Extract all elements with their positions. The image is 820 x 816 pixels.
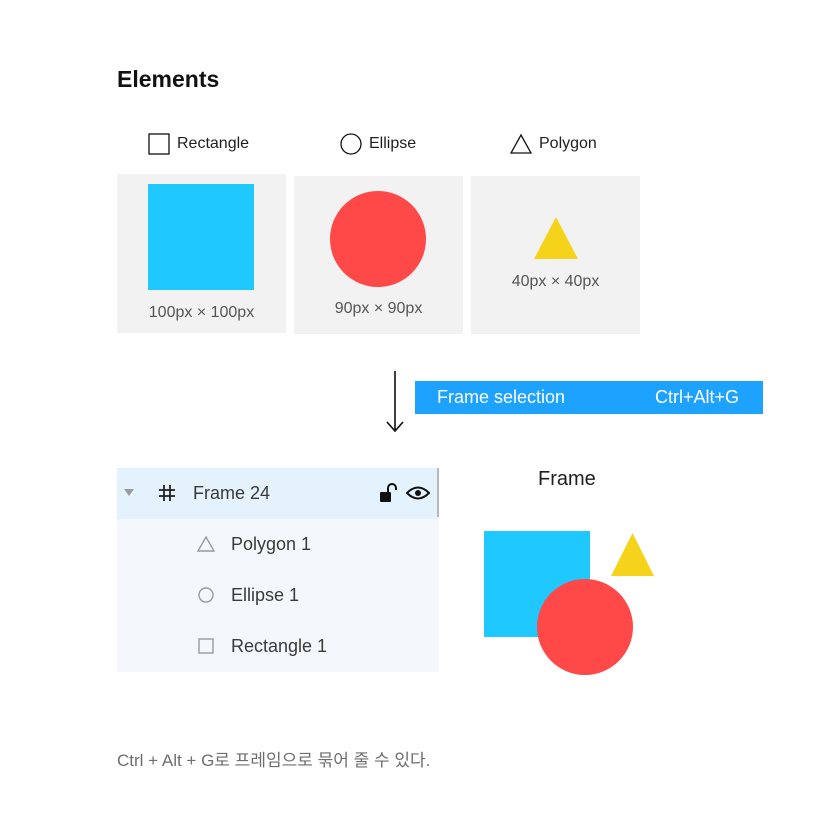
- frame-selection-label: Frame selection: [437, 387, 566, 407]
- layer-row-rectangle[interactable]: Rectangle 1: [117, 621, 439, 672]
- frame-ellipse[interactable]: [537, 579, 633, 675]
- ellipse-dimensions: 90px × 90px: [334, 300, 423, 317]
- polygon-label: Polygon: [510, 132, 597, 156]
- frame-polygon[interactable]: [611, 533, 654, 576]
- layer-row-frame[interactable]: Frame 24: [117, 468, 439, 519]
- rectangle-shape[interactable]: [148, 184, 254, 290]
- caret-down-icon[interactable]: [124, 489, 134, 497]
- triangle-outline-icon: [510, 133, 532, 154]
- rectangle-card: 100px × 100px: [117, 174, 286, 333]
- layers-panel: Frame 24 Polygon 1 Ellipse 1 Rectangle 1: [117, 468, 439, 672]
- square-outline-icon: [198, 638, 214, 654]
- hash-icon: [159, 485, 175, 501]
- triangle-outline-icon: [197, 535, 215, 552]
- shortcut-keys: Ctrl+Alt+G: [654, 387, 739, 407]
- polygon-dimensions: 40px × 40px: [511, 273, 600, 290]
- polygon-shape[interactable]: [534, 217, 578, 259]
- layer-row-ellipse[interactable]: Ellipse 1: [117, 570, 439, 621]
- rectangle-layer-name: Rectangle 1: [231, 636, 328, 656]
- frame-layer-name: Frame 24: [193, 483, 271, 503]
- polygon-layer-name: Polygon 1: [231, 534, 312, 554]
- polygon-label-text: Polygon: [539, 135, 597, 152]
- rectangle-label: Rectangle: [148, 132, 249, 156]
- arrow-down-icon: [386, 371, 404, 433]
- ellipse-label-text: Ellipse: [369, 135, 417, 152]
- panel-divider: [437, 468, 439, 517]
- eye-icon[interactable]: [406, 485, 430, 501]
- square-outline-icon: [148, 133, 170, 155]
- circle-outline-icon: [340, 133, 362, 155]
- layer-row-polygon[interactable]: Polygon 1: [117, 519, 439, 570]
- rectangle-label-text: Rectangle: [177, 135, 250, 152]
- ellipse-label: Ellipse: [340, 132, 416, 156]
- polygon-card: 40px × 40px: [471, 176, 640, 334]
- ellipse-layer-name: Ellipse 1: [231, 585, 300, 605]
- ellipse-shape[interactable]: [330, 191, 426, 287]
- circle-outline-icon: [198, 587, 214, 603]
- ellipse-card: 90px × 90px: [294, 176, 463, 334]
- frame-preview-title: Frame: [538, 468, 596, 490]
- rectangle-dimensions: 100px × 100px: [148, 304, 255, 321]
- section-title: Elements: [117, 66, 220, 92]
- unlock-icon[interactable]: [379, 483, 397, 503]
- caption-text: Ctrl + Alt + G로 프레임으로 묶어 줄 수 있다.: [117, 751, 431, 770]
- frame-selection-menu-item[interactable]: Frame selection Ctrl+Alt+G: [415, 381, 763, 414]
